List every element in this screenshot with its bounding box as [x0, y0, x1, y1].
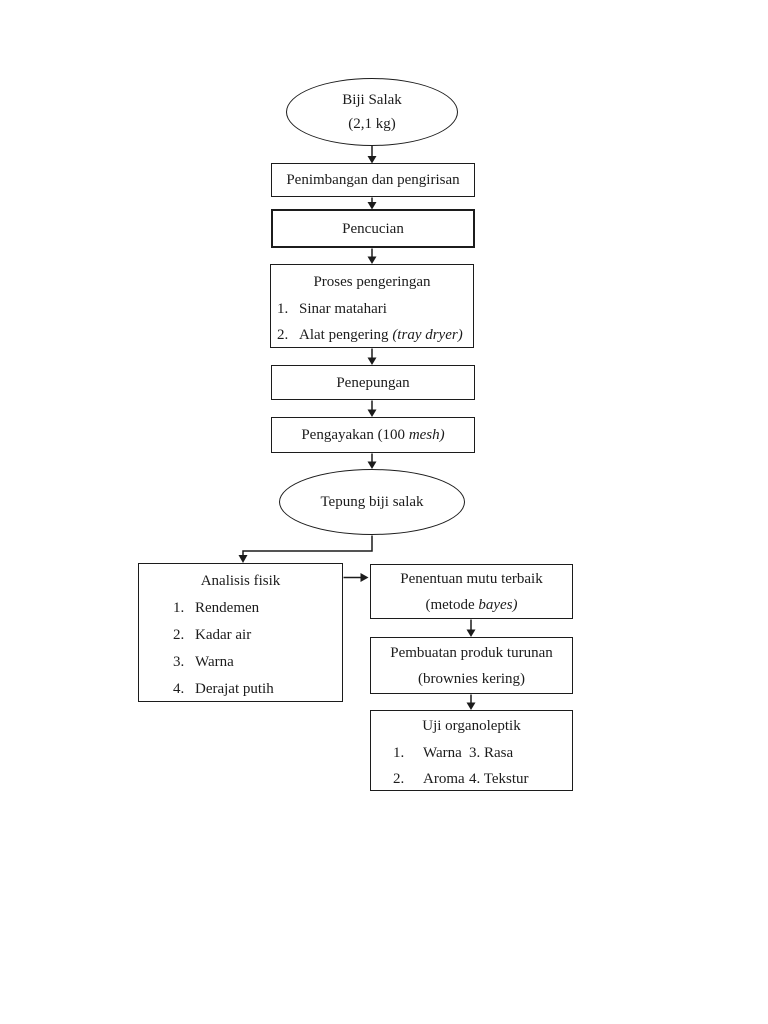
node-uji-organoleptik: Uji organoleptik 1. Warna 3. Rasa 2. Aro… — [370, 710, 573, 791]
arrow-drying-to-milling — [367, 348, 377, 365]
item-number: 1. — [393, 745, 405, 761]
arrow-product-to-organoleptic — [466, 694, 476, 710]
arrow-washing-to-drying — [367, 248, 377, 264]
item-text: 4. Tekstur — [469, 771, 529, 787]
item-text: Warna — [195, 654, 234, 670]
node-biji-salak: Biji Salak (2,1 kg) — [286, 78, 458, 146]
node-penimbangan: Penimbangan dan pengirisan — [271, 163, 475, 197]
uji-row: 2. Aroma 4. Tekstur — [371, 766, 572, 792]
item-number: 2. — [173, 627, 185, 643]
arrow-flour-to-analysis — [238, 535, 373, 563]
analisis-item: 4. Derajat putih — [139, 676, 342, 703]
analisis-item: 3. Warna — [139, 649, 342, 676]
item-number: 3. — [173, 654, 185, 670]
arrow-sieving-to-flour — [367, 453, 377, 469]
item-number: 2. — [277, 327, 289, 343]
item-text: Warna — [423, 745, 462, 761]
pembuatan-line1: Pembuatan produk turunan — [390, 644, 553, 661]
item-text: Sinar matahari — [299, 301, 387, 317]
penentuan-line2: (metode bayes) — [425, 596, 518, 613]
node-penentuan-mutu: Penentuan mutu terbaik (metode bayes) — [370, 564, 573, 619]
arrow-start-to-weighing — [367, 146, 377, 164]
node-pengayakan: Pengayakan (100 mesh) — [271, 417, 475, 453]
analisis-title: Analisis fisik — [200, 573, 281, 589]
item-text: Rendemen — [195, 600, 260, 616]
pembuatan-line2: (brownies kering) — [417, 670, 526, 687]
pengeringan-title: Proses pengeringan — [313, 274, 431, 290]
arrow-analysis-to-bestquality — [343, 573, 369, 582]
node-tepung-biji-salak: Tepung biji salak — [279, 469, 465, 535]
arrow-bestquality-to-product — [466, 619, 476, 637]
biji-salak-line2: (2,1 kg) — [348, 116, 396, 132]
item-text: 3. Rasa — [469, 745, 514, 761]
item-text: Aroma — [423, 771, 465, 787]
analisis-item: 1. Rendemen — [139, 595, 342, 622]
biji-salak-line1: Biji Salak — [342, 92, 402, 108]
item-number: 1. — [173, 600, 185, 616]
pengeringan-item: 2. Alat pengering (tray dryer) — [271, 322, 473, 348]
node-analisis-fisik: Analisis fisik 1. Rendemen 2. Kadar air … — [138, 563, 343, 702]
item-text: Alat pengering (tray dryer) — [299, 327, 463, 343]
arrow-milling-to-sieving — [367, 400, 377, 417]
node-penepungan: Penepungan — [271, 365, 475, 400]
node-pembuatan-produk: Pembuatan produk turunan (brownies kerin… — [370, 637, 573, 694]
arrow-weighing-to-washing — [367, 197, 377, 210]
penepungan-label: Penepungan — [336, 374, 410, 391]
item-number: 1. — [277, 301, 289, 317]
item-text: Kadar air — [195, 627, 252, 643]
node-pencucian: Pencucian — [271, 209, 475, 248]
tepung-label: Tepung biji salak — [320, 494, 424, 510]
penimbangan-label: Penimbangan dan pengirisan — [286, 172, 460, 188]
pengeringan-item: 1. Sinar matahari — [271, 296, 473, 322]
node-pengeringan: Proses pengeringan 1. Sinar matahari 2. … — [270, 264, 474, 348]
pengayakan-label: Pengayakan (100 mesh) — [301, 427, 445, 443]
uji-title: Uji organoleptik — [422, 718, 521, 734]
item-text: Derajat putih — [195, 681, 274, 697]
penentuan-line1: Penentuan mutu terbaik — [400, 570, 543, 587]
uji-row: 1. Warna 3. Rasa — [371, 740, 572, 766]
item-number: 4. — [173, 681, 185, 697]
item-number: 2. — [393, 771, 405, 787]
pencucian-label: Pencucian — [342, 220, 404, 237]
analisis-item: 2. Kadar air — [139, 622, 342, 649]
